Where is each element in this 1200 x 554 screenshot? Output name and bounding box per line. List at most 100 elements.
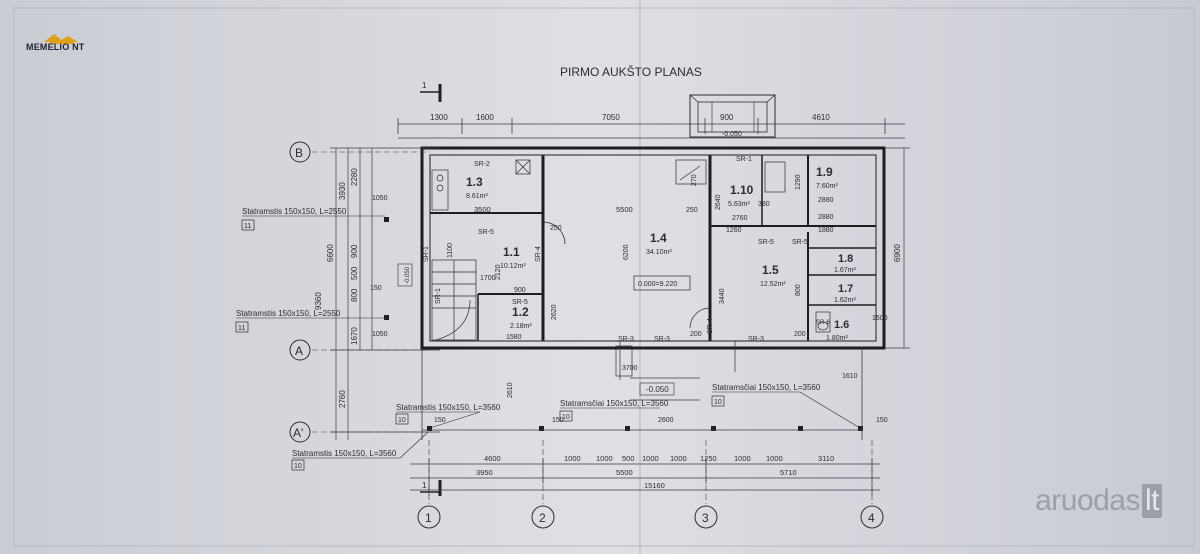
svg-text:10: 10 — [714, 399, 722, 406]
dim-int-19: 1050 — [372, 195, 388, 202]
dim-int-3: 2880 — [818, 197, 834, 204]
dim-right-1: 6900 — [893, 244, 902, 262]
watermark-tld: lt — [1142, 484, 1162, 518]
terrace-level: -0.050 — [646, 385, 669, 394]
dim-int-2: 5500 — [616, 205, 633, 214]
plan-title: PIRMO AUKŠTO PLANAS — [560, 64, 702, 79]
watermark-main: aruodas — [1035, 484, 1140, 517]
svg-text:5.63m²: 5.63m² — [728, 201, 750, 208]
dim-bottom-a3: 1000 — [596, 454, 613, 463]
svg-text:11: 11 — [244, 223, 251, 230]
wall-tag-sr5-d: SR-5 — [512, 299, 528, 306]
dim-left-9: 2760 — [338, 390, 347, 408]
column-callout-4: Statramsčiai 150x150, L=3560 10 — [559, 399, 669, 422]
dim-int-15: 2120 — [495, 264, 502, 280]
svg-text:1.67m²: 1.67m² — [834, 267, 856, 274]
room-1-5: 1.5 12.52m² — [760, 263, 786, 288]
svg-text:1: 1 — [422, 481, 427, 490]
axis-bubble-a: A — [289, 339, 311, 361]
svg-text:1.9: 1.9 — [816, 165, 833, 179]
svg-text:1: 1 — [425, 511, 432, 525]
dim-bottom-a7: 1250 — [700, 454, 717, 463]
porch-level: -0.050 — [722, 131, 742, 138]
svg-text:Statramstis 150x150, L=2550: Statramstis 150x150, L=2550 — [236, 309, 341, 318]
logo-text: MEMELIO NT — [26, 42, 85, 52]
column-markers — [384, 217, 863, 431]
level-main: 0.000=9.220 — [638, 281, 677, 288]
dim-left-1: 3930 — [338, 182, 347, 200]
dim-int-20: 1050 — [372, 331, 388, 338]
svg-text:11: 11 — [238, 325, 245, 332]
svg-text:8.61m²: 8.61m² — [466, 193, 488, 200]
dim-top-2: 1600 — [476, 113, 494, 122]
wall-tag-sr4-a: SR-4 — [535, 246, 542, 262]
column-callout-6: Statramstis 150x150, L=3560 10 — [291, 431, 429, 471]
svg-text:1.7: 1.7 — [838, 283, 853, 295]
svg-text:Statramstis 150x150, L=2550: Statramstis 150x150, L=2550 — [242, 207, 347, 216]
axis-bubble-2: 2 — [531, 505, 555, 529]
svg-text:2.18m²: 2.18m² — [510, 323, 532, 330]
dim-bottom-a5: 1000 — [642, 454, 659, 463]
svg-text:1.4: 1.4 — [650, 231, 667, 245]
dim-int-14: 1100 — [447, 243, 454, 258]
dim-bottom-b1: 3950 — [476, 468, 493, 477]
svg-text:10: 10 — [294, 463, 302, 470]
dim-bottom-b2: 5500 — [616, 468, 633, 477]
entrance-porch — [689, 94, 776, 138]
section-mark-bottom: 1 — [420, 480, 442, 496]
wall-tag-sr1-stair: SR-1 — [435, 288, 442, 304]
door-swings — [542, 221, 736, 380]
dim-int-16: 250 — [686, 207, 698, 214]
dim-left-5: 500 — [350, 266, 359, 280]
svg-text:34.10m²: 34.10m² — [646, 249, 672, 256]
room-1-8: 1.8 1.67m² — [834, 253, 856, 274]
room-1-6: 1.6 1.80m² — [826, 319, 849, 342]
room-1-2: 1.2 2.18m² — [510, 305, 532, 330]
svg-text:1: 1 — [422, 81, 427, 90]
column-callout-3: Statramstis 150x150, L=3560 10 — [395, 403, 501, 429]
wall-tag-sr1-left: SR-1 — [423, 246, 430, 262]
staircase — [431, 259, 477, 341]
svg-text:1.80m²: 1.80m² — [826, 335, 848, 342]
wall-tag-sr5-b: SR-5 — [758, 239, 774, 246]
section-mark-top: 1 — [420, 81, 442, 102]
dim-int-5: 2760 — [732, 215, 748, 222]
dim-bottom-a6: 1000 — [670, 454, 687, 463]
wall-tag-sr2: SR-2 — [474, 161, 490, 168]
dim-left-8: 1670 — [350, 327, 359, 345]
dim-int-24: 2640 — [715, 194, 722, 210]
dim-1500: 1500 — [872, 315, 888, 322]
room-1-9: 1.9 7.60m² — [816, 165, 838, 190]
wall-tag-sr1: SR-1 — [736, 156, 752, 163]
dim-int-1: 3500 — [474, 205, 491, 214]
dim-150-c: 150 — [876, 417, 888, 424]
svg-text:12.52m²: 12.52m² — [760, 281, 786, 288]
dim-int-22: 1290 — [795, 174, 802, 190]
wall-tag-sr3-a: SR-3 — [618, 336, 634, 343]
terrace-level-frame — [639, 382, 675, 396]
dim-int-26: 3700 — [622, 365, 638, 372]
bottom-dimension-chains — [410, 458, 880, 496]
column-callout-5: Statramsčiai 150x150, L=3560 10 — [711, 383, 861, 429]
kitchen-fixtures — [431, 159, 531, 211]
terrace-outline — [421, 348, 863, 440]
dim-int-10: 3440 — [719, 288, 726, 304]
dim-int-8: 6200 — [623, 244, 630, 260]
svg-text:A': A' — [293, 426, 303, 440]
svg-text:B: B — [295, 146, 303, 160]
svg-text:1.10: 1.10 — [730, 183, 754, 197]
wall-tag-sr3-b: SR-3 — [654, 336, 670, 343]
svg-text:1.2: 1.2 — [512, 305, 529, 319]
axis-bubble-a-prime: A' — [289, 421, 311, 443]
dim-int-4: 2880 — [818, 214, 834, 221]
level-box — [633, 275, 691, 291]
svg-text:1.62m²: 1.62m² — [834, 297, 856, 304]
dim-int-27: 1610 — [842, 373, 858, 380]
column-callout-1: Statramstis 150x150, L=2550 11 — [241, 207, 385, 231]
dim-left-3: 6600 — [326, 244, 335, 262]
dim-int-23: 270 — [691, 174, 698, 186]
dim-int-11: 1700 — [480, 275, 496, 282]
dim-int-25: 800 — [795, 284, 802, 296]
